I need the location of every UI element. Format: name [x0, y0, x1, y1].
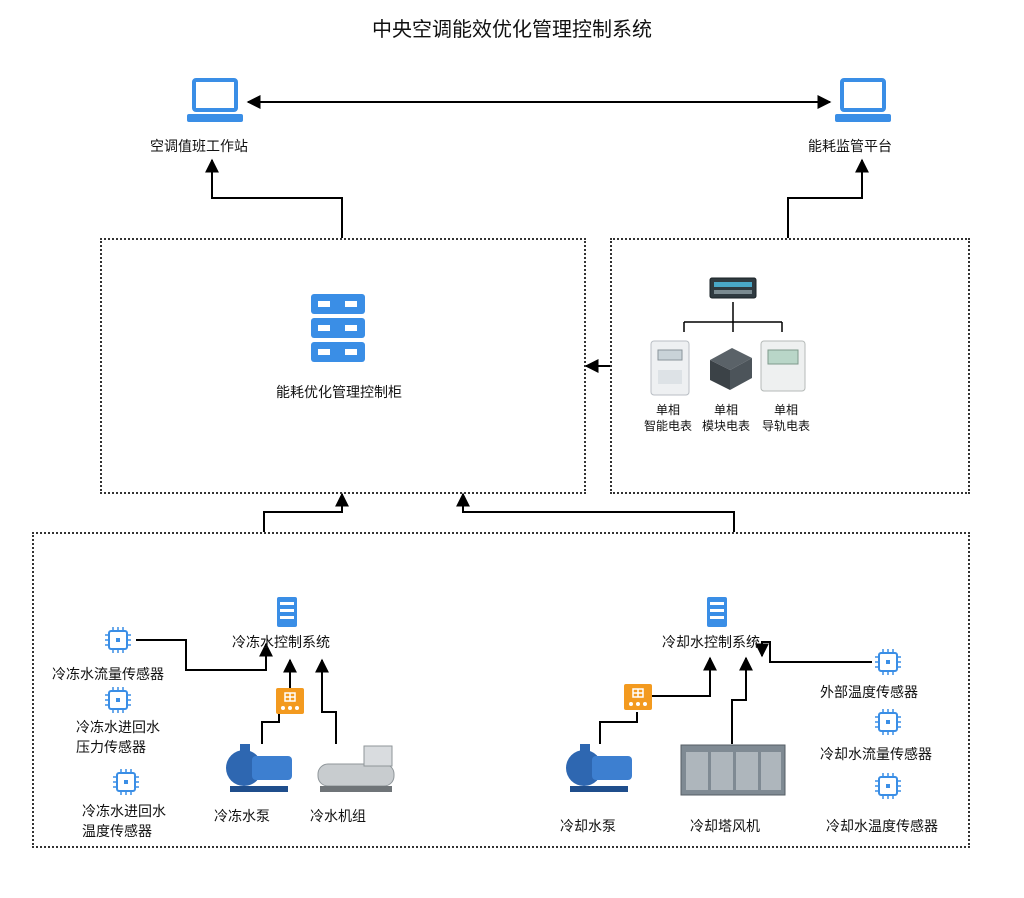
meters-box	[610, 238, 970, 494]
cooling-flow-sensor-label: 冷却水流量传感器	[820, 747, 932, 763]
link-cabinet-workstation	[205, 158, 343, 238]
link-flow-sensor	[136, 639, 273, 671]
cooling-tower-icon	[680, 744, 786, 796]
cabinet-label: 能耗优化管理控制柜	[276, 385, 402, 401]
gateway-module-icon	[709, 277, 757, 299]
smart-meter-label: 单相智能电表	[643, 403, 692, 433]
field-devices-box	[32, 532, 970, 848]
link-chiller	[315, 658, 337, 744]
link-cooling-cabinet	[456, 492, 735, 532]
outdoor-temp-sensor-label: 外部温度传感器	[820, 685, 918, 701]
network-switch-icon	[624, 684, 652, 710]
link-meters-platform	[787, 158, 869, 238]
chilled-pump-label: 冷冻水泵	[214, 809, 270, 825]
cooling-pump-label: 冷却水泵	[560, 819, 616, 835]
module-meter-label: 单相模块电表	[701, 403, 750, 433]
chiller-label: 冷水机组	[310, 809, 366, 825]
link-tower-fan	[731, 656, 753, 744]
laptop-icon	[187, 78, 243, 122]
tower-fan-label: 冷却塔风机	[690, 819, 760, 835]
sensor-chip-icon	[875, 773, 901, 799]
chilled-pressure-sensor-label: 冷冻水进回水压力传感器	[76, 720, 160, 756]
network-switch-icon	[276, 688, 304, 714]
smart-meter-icon	[650, 340, 690, 396]
chilled-control-label: 冷冻水控制系统	[232, 635, 330, 651]
module-meter-icon	[710, 348, 752, 390]
page-title: 中央空调能效优化管理控制系统	[372, 17, 652, 41]
sensor-chip-icon	[113, 769, 139, 795]
chilled-flow-sensor-label: 冷冻水流量传感器	[52, 667, 164, 683]
cooling-control-label: 冷却水控制系统	[662, 635, 760, 651]
link-chilled-cabinet	[263, 492, 349, 532]
server-icon	[707, 597, 727, 627]
server-rack-icon	[311, 294, 365, 362]
chiller-unit-icon	[317, 745, 395, 792]
sensor-chip-icon	[875, 709, 901, 735]
sensor-chip-icon	[105, 627, 131, 653]
sensor-chip-icon	[105, 687, 131, 713]
sensor-chip-icon	[875, 649, 901, 675]
cabinet-box	[100, 238, 586, 494]
water-pump-icon	[226, 744, 292, 792]
platform-label: 能耗监管平台	[808, 139, 892, 155]
link-outdoor-sensor	[755, 641, 872, 663]
cooling-temp-sensor-label: 冷却水温度传感器	[826, 819, 938, 835]
server-icon	[277, 597, 297, 627]
chilled-temp-sensor-label: 冷冻水进回水温度传感器	[82, 804, 166, 840]
water-pump-icon	[566, 744, 632, 792]
rail-meter-label: 单相导轨电表	[761, 403, 810, 433]
link-cooling-switch	[652, 656, 717, 697]
laptop-icon	[835, 78, 891, 122]
rail-meter-icon	[760, 340, 806, 392]
workstation-label: 空调值班工作站	[150, 139, 248, 155]
